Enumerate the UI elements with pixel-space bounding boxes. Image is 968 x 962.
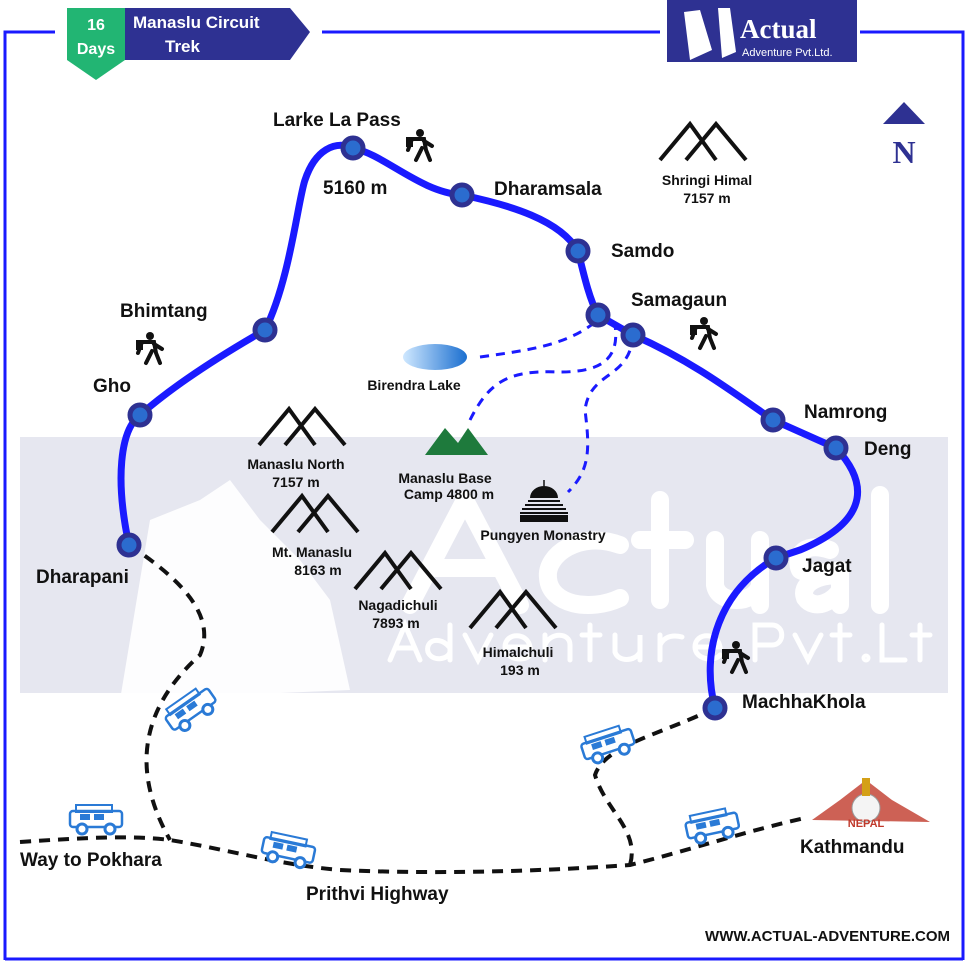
- label-base-camp: Manaslu Base: [398, 470, 492, 486]
- jeep-icon: [682, 804, 743, 848]
- svg-text:NEPAL: NEPAL: [848, 818, 885, 830]
- route-nodes: [116, 135, 849, 721]
- lake-icon: [403, 344, 467, 370]
- stop-samdo: Samdo: [611, 241, 674, 262]
- stop-larke-la-pass: Larke La Pass: [273, 110, 401, 131]
- peak-icon: [658, 122, 748, 162]
- peak-mt-manaslu: Mt. Manaslu: [272, 544, 352, 560]
- peak-nagadichuli-altitude: 7893 m: [372, 615, 419, 631]
- svg-text:Actual: Actual: [740, 14, 817, 44]
- stop-larke-altitude: 5160 m: [323, 178, 387, 199]
- stop-gho: Gho: [93, 376, 131, 397]
- peak-himalchuli-altitude: 193 m: [500, 662, 540, 678]
- svg-text:Trek: Trek: [165, 37, 201, 56]
- svg-text:N: N: [892, 134, 915, 170]
- svg-text:Adventure Pvt.Ltd.: Adventure Pvt.Ltd.: [742, 47, 833, 59]
- watermark-picture: [401, 486, 889, 614]
- stop-machhakhola: MachhaKhola: [742, 692, 866, 713]
- peak-mt-manaslu-altitude: 8163 m: [294, 562, 341, 578]
- trek-title: Manaslu Circuit Trek: [125, 8, 310, 60]
- north-compass: N: [883, 102, 925, 170]
- stop-dharamsala: Dharamsala: [494, 179, 602, 200]
- hiker-icon: [404, 127, 434, 162]
- label-kathmandu: Kathmandu: [800, 837, 905, 858]
- website-url[interactable]: WWW.ACTUAL-ADVENTURE.COM: [705, 928, 950, 945]
- peak-shringi-himal: Shringi Himal: [662, 172, 752, 188]
- monastery-icon: [520, 480, 568, 522]
- peak-nagadichuli: Nagadichuli: [358, 597, 437, 613]
- nepal-stupa-icon: NEPAL: [812, 778, 930, 830]
- base-camp-icon: [425, 428, 488, 455]
- label-pungyen-monastery: Pungyen Monastry: [480, 527, 605, 543]
- hiker-icon: [134, 330, 164, 365]
- stop-jagat: Jagat: [802, 556, 852, 577]
- watermark-subpicture: [387, 618, 933, 666]
- trek-route: [117, 141, 862, 712]
- company-logo: Actual Adventure Pvt.Ltd.: [667, 0, 857, 62]
- svg-text:16: 16: [87, 17, 105, 34]
- peak-manaslu-north-altitude: 7157 m: [272, 474, 319, 490]
- label-way-to-pokhara: Way to Pokhara: [20, 850, 162, 871]
- stop-samagaun: Samagaun: [631, 290, 727, 311]
- label-base-camp-altitude: Camp 4800 m: [404, 486, 494, 502]
- peak-himalchuli: Himalchuli: [483, 644, 554, 660]
- stop-bhimtang: Bhimtang: [120, 301, 208, 322]
- days-badge: 16 Days: [67, 8, 125, 80]
- label-birendra-lake: Birendra Lake: [367, 377, 461, 393]
- trail-dashed: [468, 316, 635, 494]
- frame: [3, 30, 965, 961]
- svg-text:Manaslu Circuit: Manaslu Circuit: [133, 13, 260, 32]
- peak-manaslu-north: Manaslu North: [247, 456, 344, 472]
- road-dashed: [19, 543, 806, 875]
- hiker-icon: [688, 315, 718, 350]
- jeep-icon: [68, 803, 124, 836]
- watermark-hiker: [120, 480, 350, 700]
- stop-deng: Deng: [864, 439, 912, 460]
- stop-namrong: Namrong: [804, 402, 887, 423]
- svg-text:Days: Days: [77, 41, 115, 58]
- label-prithvi-highway: Prithvi Highway: [306, 884, 449, 905]
- stop-dharapani: Dharapani: [36, 567, 129, 588]
- peak-shringi-altitude: 7157 m: [683, 190, 730, 206]
